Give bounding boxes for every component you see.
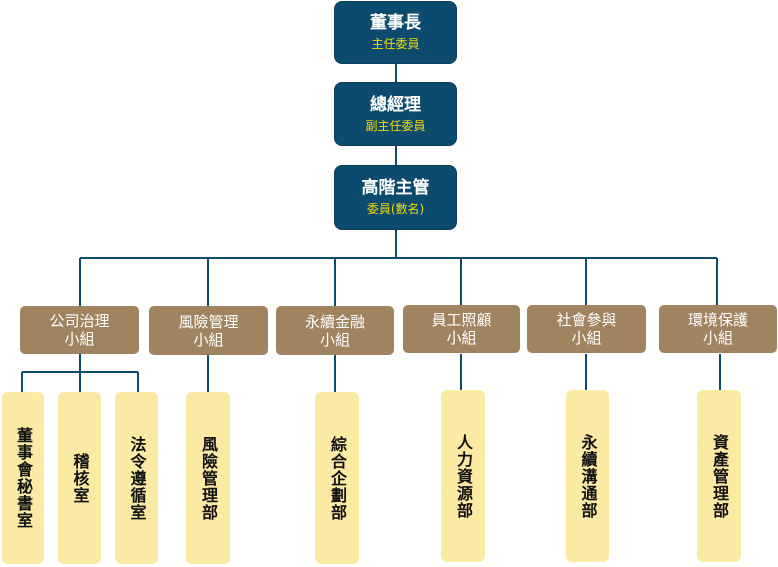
group-box-sustainable-finance: 永續金融 小組 bbox=[276, 306, 394, 355]
group-suffix: 小組 bbox=[702, 329, 733, 347]
group-label: 社會參與 bbox=[556, 311, 617, 329]
group-label: 風險管理 bbox=[178, 312, 239, 331]
group-box-corporate-governance: 公司治理 小組 bbox=[20, 306, 139, 354]
department-audit: 稽核室 bbox=[58, 392, 101, 564]
department-compliance: 法令遵循室 bbox=[115, 392, 158, 564]
chairman-box: 董事長 主任委員 bbox=[334, 1, 457, 64]
group-box-environmental-protection: 環境保護 小組 bbox=[659, 305, 777, 353]
executive-title: 董事長 bbox=[370, 13, 421, 33]
group-suffix: 小組 bbox=[193, 330, 224, 349]
department-planning: 綜合企劃部 bbox=[315, 392, 359, 564]
executive-title: 高階主管 bbox=[361, 178, 430, 198]
group-label: 公司治理 bbox=[49, 312, 110, 330]
department-human-resources: 人力資源部 bbox=[441, 390, 485, 562]
senior-management-box: 高階主管 委員(數名) bbox=[334, 165, 457, 230]
group-box-social-participation: 社會參與 小組 bbox=[527, 305, 646, 353]
group-label: 環境保護 bbox=[687, 311, 748, 329]
group-box-risk-management: 風險管理 小組 bbox=[149, 306, 268, 355]
department-risk-management: 風險管理部 bbox=[186, 392, 230, 564]
executive-role: 主任委員 bbox=[371, 37, 420, 51]
group-suffix: 小組 bbox=[64, 330, 95, 348]
group-label: 永續金融 bbox=[304, 312, 365, 331]
group-suffix: 小組 bbox=[446, 329, 477, 347]
department-asset-management: 資產管理部 bbox=[697, 390, 741, 562]
group-suffix: 小組 bbox=[571, 329, 602, 347]
executive-role: 委員(數名) bbox=[366, 202, 425, 216]
department-sustainability-communication: 永續溝通部 bbox=[566, 390, 609, 562]
president-box: 總經理 副主任委員 bbox=[334, 82, 457, 146]
department-board-secretariat: 董事會秘書室 bbox=[2, 392, 44, 564]
executive-role: 副主任委員 bbox=[365, 118, 426, 133]
executive-title: 總經理 bbox=[370, 94, 421, 115]
group-box-employee-care: 員工照顧 小組 bbox=[403, 305, 520, 353]
group-suffix: 小組 bbox=[319, 330, 350, 349]
group-label: 員工照顧 bbox=[431, 311, 492, 329]
